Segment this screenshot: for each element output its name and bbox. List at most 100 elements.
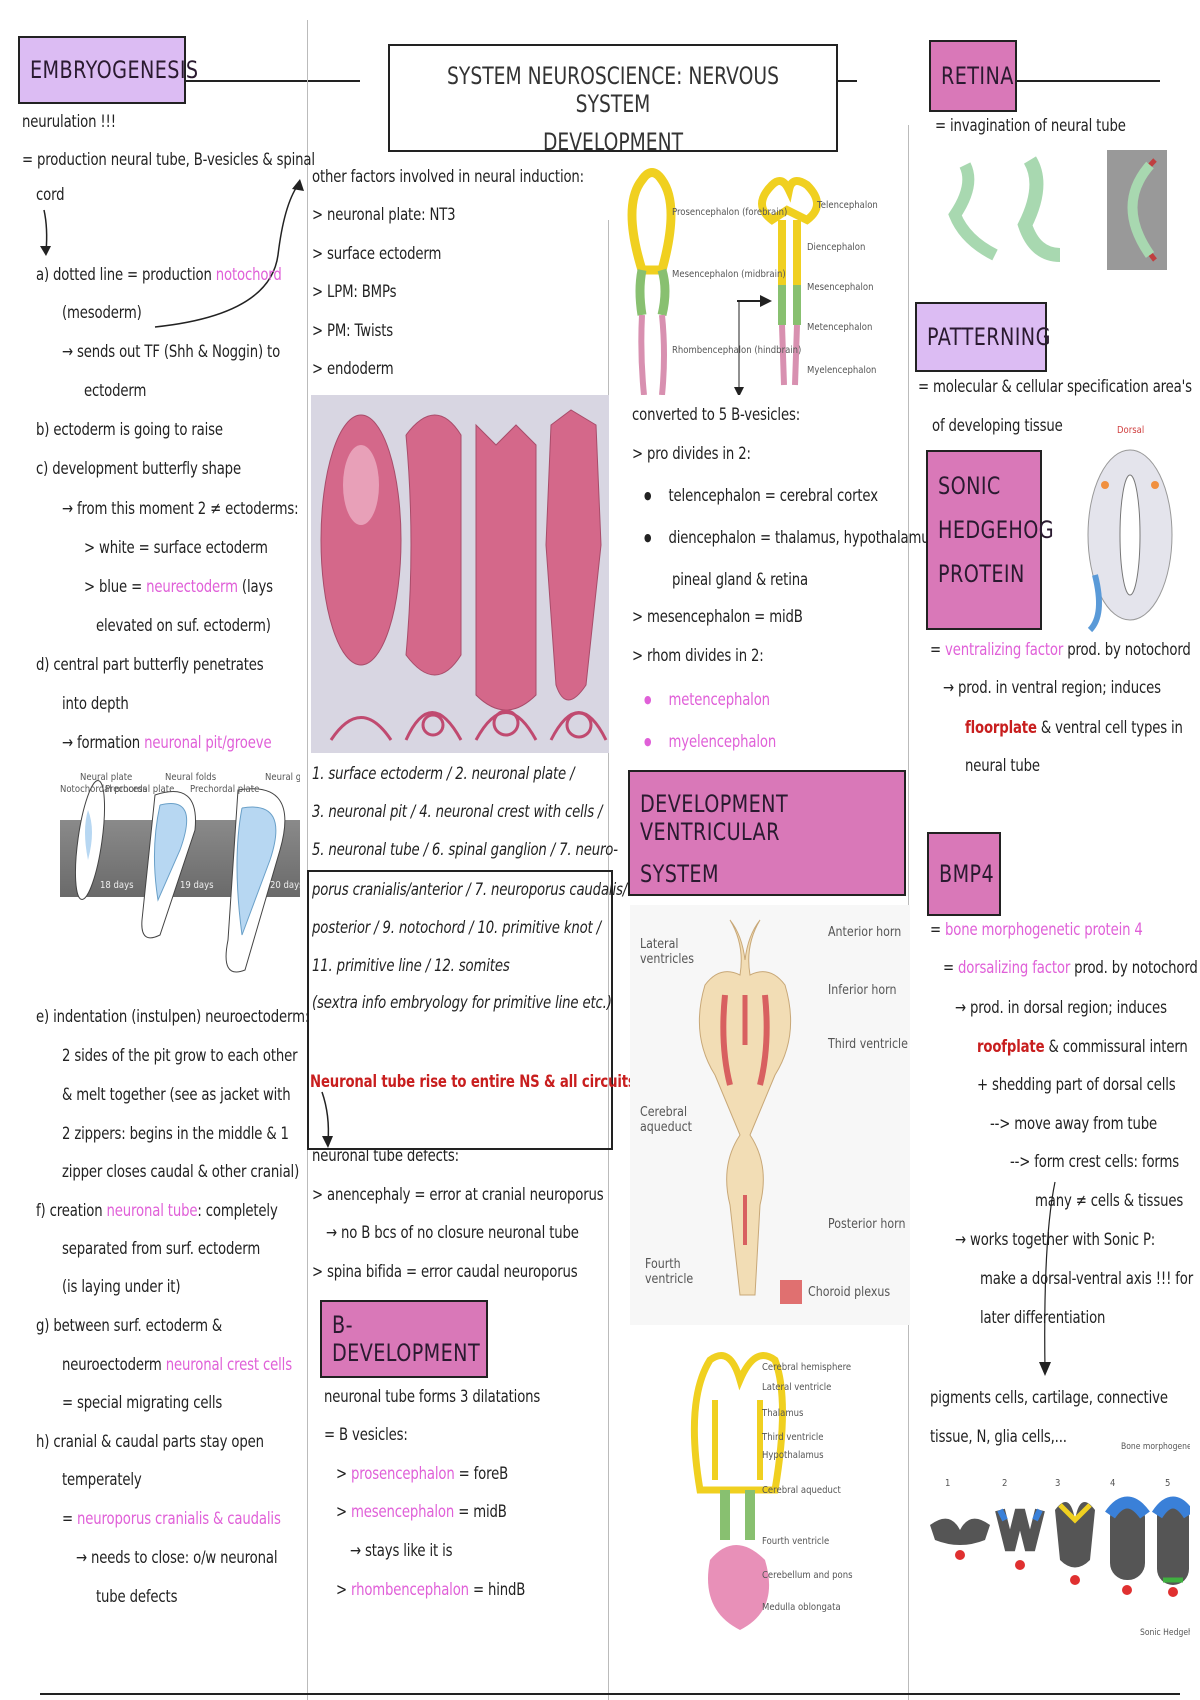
section-header-embryogenesis: EMBRYOGENESIS xyxy=(18,36,198,104)
fig-label: Rhombencephalon (hindbrain) xyxy=(672,345,802,356)
section-header-patterning: PATTERNING xyxy=(915,302,1050,372)
item-d-line-2: into depth xyxy=(62,694,129,714)
fig-number: 5 xyxy=(1165,1478,1171,1489)
fig-number: 1 xyxy=(945,1478,951,1489)
fig-label: Telencephalon xyxy=(817,200,878,211)
title-line-1: SYSTEM NEUROSCIENCE: NERVOUS SYSTEM xyxy=(447,62,779,118)
fig-label: Dorsal xyxy=(1117,425,1145,436)
item-a-line-4: ectoderm xyxy=(84,381,147,401)
fig-label: Mesencephalon xyxy=(807,282,874,293)
neural-plate-figure: Neural plate Notochordal process Prechor… xyxy=(60,770,300,975)
fig-number: 4 xyxy=(1110,1478,1116,1489)
fig-label: Notochordal process xyxy=(60,784,148,795)
fig-label: Cerebral hemisphere xyxy=(762,1362,852,1373)
fig-label: Lateral ventricles xyxy=(640,937,694,967)
vesicles-diencephalon-cont: pineal gland & retina xyxy=(672,570,808,590)
figure-caption-line: 11. primitive line / 12. somites xyxy=(312,956,510,976)
bmp4-line-11: later differentiation xyxy=(980,1308,1106,1328)
fig-label: Medulla oblongata xyxy=(762,1602,841,1613)
fig-label: Bone morphogenetic protein xyxy=(1121,1442,1190,1452)
intro-line-1: neurulation !!! xyxy=(22,112,116,132)
long-arrow-down-icon xyxy=(1039,1181,1056,1376)
bmp4-result-line-1: pigments cells, cartilage, connective xyxy=(930,1388,1168,1408)
section-header-retina: RETINA xyxy=(929,40,1017,112)
b-vesicle-2-sub: → stays like it is xyxy=(350,1541,453,1561)
fig-label: Hypothalamus xyxy=(762,1450,824,1461)
defect-item: → no B bcs of no closure neuronal tube xyxy=(326,1223,579,1243)
item-f-line-3: (is laying under it) xyxy=(62,1277,181,1297)
fig-label-days: 19 days xyxy=(180,880,214,891)
induction-item: > endoderm xyxy=(312,359,394,379)
figure-caption-line: 3. neuronal pit / 4. neuronal crest with… xyxy=(312,802,603,822)
patterning-line-2: of developing tissue xyxy=(932,416,1063,436)
item-h-line-2: temperately xyxy=(62,1470,142,1490)
item-h-line-5: tube defects xyxy=(96,1587,178,1607)
bmp4-line-4: roofplate & commissural intern xyxy=(977,1037,1188,1057)
vesicles-telencephalon: telencephalon = cerebral cortex xyxy=(644,486,878,506)
bmp4-result-line-2: tissue, N, glia cells,... xyxy=(930,1427,1067,1447)
bmp4-line-5: + shedding part of dorsal cells xyxy=(977,1075,1176,1095)
bmp4-line-7: --> form crest cells: forms xyxy=(1010,1152,1179,1172)
section-header-ventricular: DEVELOPMENT VENTRICULAR SYSTEM xyxy=(628,770,906,896)
column-divider-2 xyxy=(608,220,609,1700)
vesicles-diencephalon: diencephalon = thalamus, hypothalamus, xyxy=(644,528,940,548)
page-title: SYSTEM NEUROSCIENCE: NERVOUS SYSTEM DEVE… xyxy=(388,44,838,156)
fig-label: Prechordal plate xyxy=(190,784,260,795)
bottom-rule xyxy=(40,1693,1180,1695)
item-e-line-5: zipper closes caudal & other cranial) xyxy=(62,1162,300,1182)
item-a-line-1: a) dotted line = production notochord xyxy=(36,265,282,285)
shh-line-4: neural tube xyxy=(965,756,1040,776)
highlight-box xyxy=(307,870,613,1150)
vesicles-pro: > pro divides in 2: xyxy=(632,444,751,464)
bmp4-line-10: make a dorsal-ventral axis !!! for xyxy=(980,1269,1194,1289)
figure-caption-line: posterior / 9. notochord / 10. primitive… xyxy=(312,918,601,938)
b-vesicle-3: > rhombencephalon = hindB xyxy=(336,1580,526,1600)
b-dev-line-2: = B vesicles: xyxy=(324,1425,408,1445)
brain-regions-figure: Cerebral hemisphere Lateral ventricle Th… xyxy=(680,1340,880,1640)
item-c-line-2: → from this moment 2 ≠ ectoderms: xyxy=(62,499,299,519)
section-header-bmp4: BMP4 xyxy=(927,832,1001,916)
fig-label: Lateral ventricle xyxy=(762,1382,832,1393)
legend-choroid-plexus: Choroid plexus xyxy=(808,1285,891,1300)
defect-item: > spina bifida = error caudal neuroporus xyxy=(312,1262,578,1282)
defect-item: > anencephaly = error at cranial neuropo… xyxy=(312,1185,604,1205)
item-c-line-4: > blue = neurectoderm (lays xyxy=(84,577,273,597)
figure-caption-line: porus cranialis/anterior / 7. neuroporus… xyxy=(312,880,628,900)
fig-label: Sonic Hedgehog xyxy=(1140,1628,1190,1638)
bmp-shh-figure: Bone morphogenetic protein 1 2 3 4 5 Son… xyxy=(925,1440,1190,1645)
retina-figure xyxy=(935,145,1175,280)
vesicles-mesencephalon: > mesencephalon = midB xyxy=(632,607,803,627)
fig-label: Third ventricle xyxy=(828,1037,908,1052)
induction-heading: other factors involved in neural inducti… xyxy=(312,167,584,187)
fig-label: Third ventricle xyxy=(762,1432,824,1443)
item-g-line-3: = special migrating cells xyxy=(62,1393,223,1413)
arrow-down-icon xyxy=(40,209,51,256)
arrow-down-icon xyxy=(321,1091,333,1148)
item-e-line-3: & melt together (see as jacket with xyxy=(62,1085,291,1105)
item-a-line-2: (mesoderm) xyxy=(62,303,142,323)
fig-label: Cerebellum and pons xyxy=(762,1570,853,1581)
induction-item: > neuronal plate: NT3 xyxy=(312,205,456,225)
bmp4-line-1: = bone morphogenetic protein 4 xyxy=(930,920,1143,940)
item-c-line-1: c) development butterfly shape xyxy=(36,459,241,479)
vesicles-metencephalon: metencephalon xyxy=(644,690,770,710)
item-h-line-3: = neuroporus cranialis & caudalis xyxy=(62,1509,281,1529)
fig-label-days: 20 days xyxy=(270,880,300,891)
b-vesicle-1: > prosencephalon = foreB xyxy=(336,1464,509,1484)
bmp4-line-8: many ≠ cells & tissues xyxy=(1035,1191,1184,1211)
fig-label: Neural folds xyxy=(165,772,217,783)
top-rule-right xyxy=(938,80,1160,82)
fig-label: Fourth ventricle xyxy=(762,1536,830,1547)
fig-label: Cerebral aqueduct xyxy=(762,1485,841,1496)
fig-label: Neural plate xyxy=(80,772,133,783)
neuronal-tube-highlight: Neuronal tube rise to entire NS & all ci… xyxy=(310,1072,658,1092)
shh-line-1: = ventralizing factor prod. by notochord xyxy=(930,640,1191,660)
fig-label: Anterior horn xyxy=(828,925,902,940)
item-e-line-4: 2 zippers: begins in the middle & 1 xyxy=(62,1124,289,1144)
item-d-line-1: d) central part butterfly penetrates xyxy=(36,655,264,675)
item-e-line-1: e) indentation (instulpen) neuroectoderm… xyxy=(36,1007,310,1027)
column-divider-1 xyxy=(307,20,308,1700)
item-d-line-3: → formation neuronal pit/groeve xyxy=(62,733,272,753)
fig-label: Mesencephalon (midbrain) xyxy=(672,269,786,280)
bmp4-line-6: --> move away from tube xyxy=(990,1114,1157,1134)
